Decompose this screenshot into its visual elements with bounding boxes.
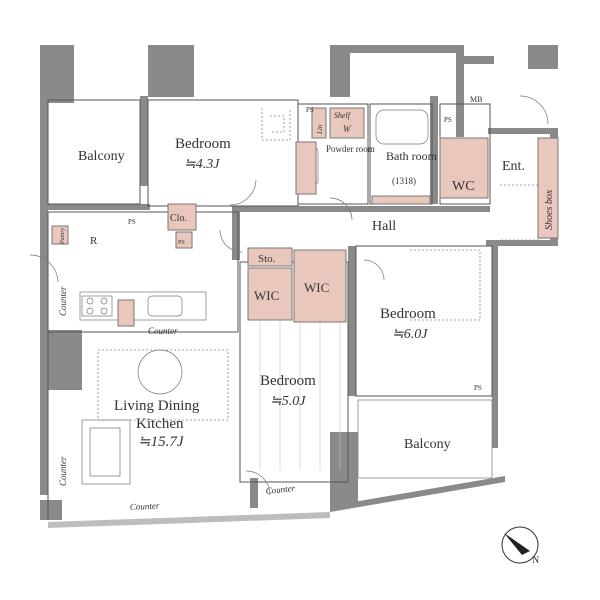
r-label: R — [90, 235, 98, 247]
bath-size-label: (1318) — [392, 176, 416, 186]
bedroom-mid-size: ≒5.0J — [270, 394, 306, 409]
shoes-box-label: Shoes box — [544, 189, 555, 230]
mb-label: MB — [470, 95, 482, 104]
exterior-walls — [40, 45, 558, 528]
wc-label: WC — [452, 179, 475, 194]
counter-label-ldk-left: Counter — [58, 456, 68, 486]
clo-label: Clo. — [170, 213, 187, 224]
counter-label-ldk-bottom: Counter — [130, 500, 160, 512]
ldk-size-label: ≒15.7J — [138, 434, 185, 450]
hall-label: Hall — [372, 219, 396, 234]
bedroom-top-size: ≒4.3J — [184, 157, 220, 172]
bedroom-right-size: ≒6.0J — [392, 327, 428, 342]
shelf-label: Shelf — [334, 111, 352, 120]
ps-label-3: PS — [444, 116, 452, 124]
counter-label-kitchen-bottom: Counter — [148, 326, 178, 336]
w-label: W — [343, 124, 352, 134]
ent-label: Ent. — [502, 159, 525, 174]
ps-label-4: PS — [474, 384, 482, 392]
balcony-bottom-label: Balcony — [404, 437, 451, 452]
bedroom-top-label: Bedroom — [175, 136, 231, 152]
compass-north-label: N — [532, 555, 539, 566]
ps-label-2: PS — [306, 106, 314, 114]
bedroom-right-label: Bedroom — [380, 306, 436, 322]
counter-label-kitchen-left: Counter — [58, 286, 68, 316]
ps-label-5: PS — [178, 240, 185, 246]
balcony-top-label: Balcony — [78, 149, 125, 164]
bath-room-label: Bath room — [386, 149, 438, 163]
lin-label: Lin — [316, 124, 324, 135]
compass-icon: N — [501, 526, 539, 566]
ldk-line2-label: Kitchen — [136, 416, 184, 432]
ps-label-1: PS — [128, 218, 136, 226]
storage-areas — [51, 107, 559, 327]
pantry-label: Pantry — [60, 227, 66, 245]
counter-label-bedroom-bottom: Counter — [265, 483, 296, 496]
sto-label: Sto. — [258, 253, 276, 265]
ldk-line1-label: Living Dining — [114, 398, 200, 414]
wic-right-label: WIC — [304, 280, 329, 295]
powder-room-label: Powder room — [326, 144, 375, 154]
wic-left-label: WIC — [254, 288, 279, 303]
bedroom-mid-label: Bedroom — [260, 373, 316, 389]
